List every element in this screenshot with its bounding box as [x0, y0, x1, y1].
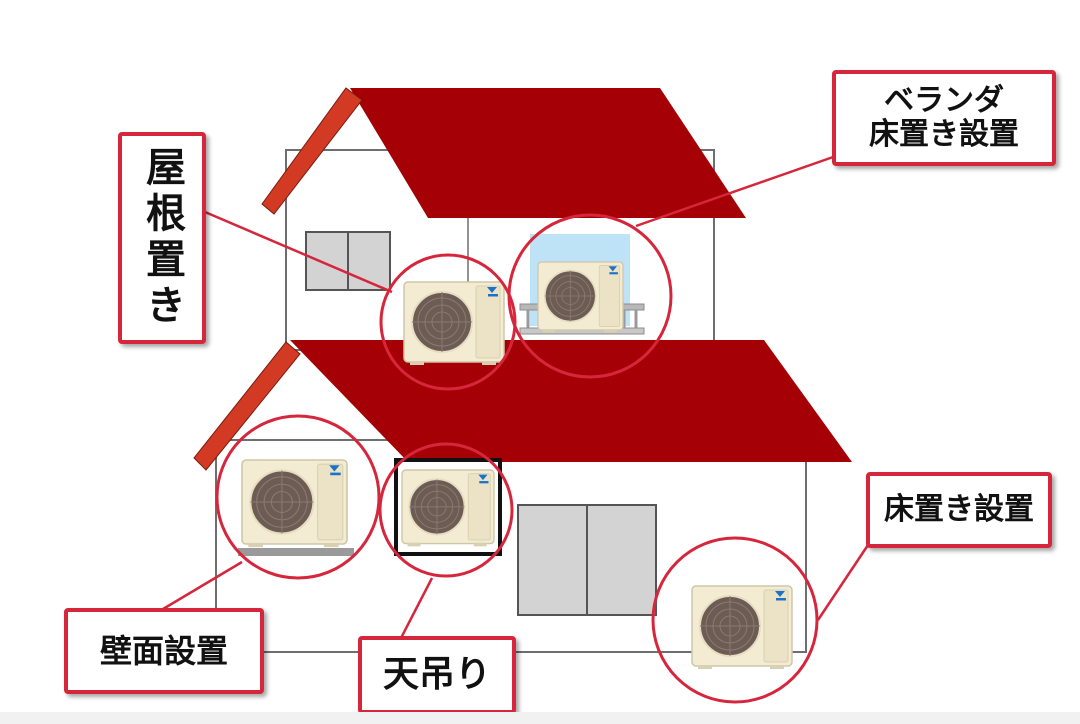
- outdoor-unit-floor: [691, 585, 793, 670]
- outdoor-unit-veranda: [537, 261, 624, 334]
- bottom-strip: [0, 712, 1080, 724]
- label-veranda-text-line2: 床置き設置: [869, 117, 1019, 152]
- label-roof-text: 屋根置き: [139, 146, 185, 330]
- leader-line-floor: [816, 544, 870, 621]
- upper-roof: [350, 88, 746, 218]
- lower-roof: [290, 340, 852, 462]
- callout-circle-ceiling: [378, 442, 514, 578]
- callout-circle-floor: [651, 536, 819, 704]
- outdoor-unit-wall: [240, 458, 349, 549]
- label-wall-installation: 壁面設置: [64, 608, 264, 694]
- label-floor-installation: 床置き設置: [866, 472, 1052, 548]
- callout-circle-wall: [215, 414, 381, 580]
- label-wall-text: 壁面設置: [99, 631, 228, 670]
- label-veranda-text-line1: ベランダ: [884, 82, 1004, 118]
- lower-roof-trim: [193, 341, 301, 471]
- leader-line-roof: [204, 210, 393, 294]
- outdoor-unit-ceiling: [401, 469, 495, 548]
- outdoor-unit-roof: [403, 281, 505, 366]
- callout-circle-veranda: [507, 213, 673, 379]
- label-ceiling-text: 天吊り: [382, 654, 491, 696]
- wall-mount-bracket: [238, 548, 354, 556]
- callout-circle-roof: [379, 253, 517, 391]
- leader-line-veranda: [635, 154, 837, 228]
- label-veranda-installation: ベランダ 床置き設置: [832, 70, 1056, 166]
- label-roof-installation: 屋根置き: [118, 132, 206, 344]
- ceiling-mount-frame: [394, 458, 502, 556]
- label-floor-text: 床置き設置: [884, 491, 1034, 527]
- upper-roof-trim: [261, 87, 363, 215]
- leader-line-ceiling: [398, 577, 434, 641]
- label-ceiling-installation: 天吊り: [358, 636, 516, 714]
- leader-line-wall: [157, 560, 243, 614]
